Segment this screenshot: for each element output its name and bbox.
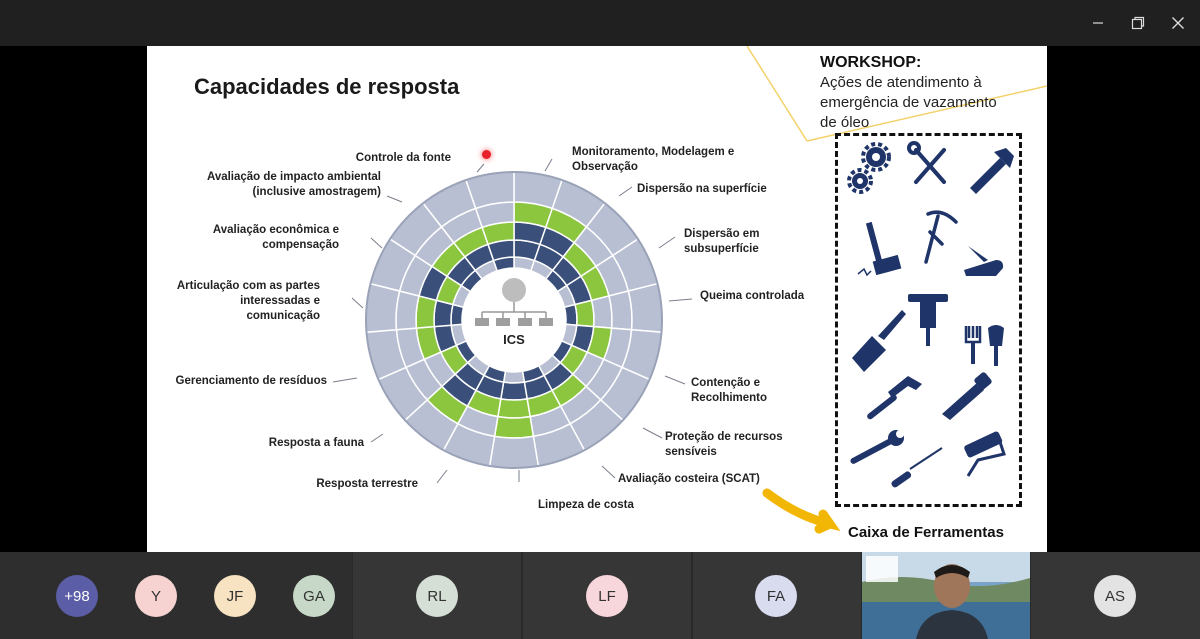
- decorative-lines: [746, 46, 1047, 534]
- fork-shovel-icon: [964, 325, 1004, 366]
- leader-line: [476, 163, 485, 173]
- leader-line: [642, 427, 663, 439]
- toolbox-frame: [835, 133, 1022, 507]
- saw-icon: [942, 372, 992, 420]
- leader-line: [601, 465, 616, 479]
- window-title-bar: [0, 0, 1200, 46]
- participant-avatar[interactable]: Y: [135, 575, 177, 617]
- minimize-icon[interactable]: [1084, 9, 1112, 37]
- leader-line: [332, 377, 358, 383]
- participant-video-tile[interactable]: [862, 552, 1030, 639]
- participant-avatar[interactable]: JF: [214, 575, 256, 617]
- hammer-icon: [867, 376, 922, 420]
- label-resposta-fauna: Resposta a fauna: [268, 437, 364, 449]
- paint-roller-icon: [964, 431, 1006, 477]
- label-resposta-terrestre: Resposta terrestre: [316, 478, 418, 490]
- leader-line: [386, 195, 403, 203]
- wrench-icon: [850, 430, 904, 464]
- label-dispersao-superficie: Dispersão na superfície: [637, 183, 767, 195]
- pocket-knife-icon: [964, 246, 1004, 276]
- leader-line: [351, 297, 364, 309]
- participant-avatar[interactable]: RL: [416, 575, 458, 617]
- gears-icon: [847, 142, 891, 194]
- slide-title: Capacidades de resposta: [194, 74, 460, 99]
- leader-line: [618, 186, 633, 197]
- sledgehammer-icon: [857, 221, 902, 277]
- ics-hub: [462, 268, 566, 372]
- participant-avatar[interactable]: AS: [1094, 575, 1136, 617]
- leader-line: [436, 469, 448, 484]
- participant-strip: +98 Y JF GA RL LF FA AS: [0, 552, 1200, 639]
- toolbox-icons: [847, 141, 1014, 488]
- response-capabilities-wheel: ICS: [332, 158, 693, 484]
- wheel-rim: [365, 171, 663, 469]
- flashlight-icon: [970, 148, 1014, 194]
- label-avaliacao-costeira: Avaliação costeira (SCAT): [618, 473, 760, 485]
- leader-line: [664, 375, 686, 385]
- leader-line: [544, 158, 553, 172]
- wrench-screwdriver-icon: [907, 141, 946, 184]
- label-controle-fonte: Controle da fonte: [355, 152, 451, 164]
- more-participants-avatar[interactable]: +98: [56, 575, 98, 617]
- leader-line: [658, 236, 676, 249]
- restore-icon[interactable]: [1124, 9, 1152, 37]
- leader-line: [370, 237, 383, 249]
- label-queima-controlada: Queima controlada: [700, 290, 805, 302]
- leader-line: [370, 433, 384, 443]
- org-chart-icon: [475, 278, 553, 326]
- jackhammer-icon: [908, 294, 948, 346]
- participant-avatar[interactable]: LF: [586, 575, 628, 617]
- laser-pointer: [482, 150, 491, 159]
- participant-video: [862, 552, 1030, 639]
- label-impacto-ambiental: Avaliação de impacto ambiental(inclusive…: [206, 171, 381, 198]
- shared-screen: Capacidades de resposta ICS Monitorament…: [0, 46, 1200, 552]
- label-limpeza-costa: Limpeza de costa: [538, 499, 634, 511]
- label-gerenciamento-residuos: Gerenciamento de resíduos: [175, 375, 327, 387]
- participant-avatar[interactable]: GA: [293, 575, 335, 617]
- screwdriver-icon: [891, 447, 943, 488]
- ics-label: ICS: [503, 332, 525, 347]
- leader-line: [668, 298, 693, 302]
- pickaxe-icon: [924, 210, 958, 264]
- participant-avatar[interactable]: FA: [755, 575, 797, 617]
- workshop-subtitle: Ações de atendimento à emergência de vaz…: [820, 74, 997, 131]
- presentation-slide: Capacidades de resposta ICS Monitorament…: [147, 46, 1047, 552]
- workshop-heading: WORKSHOP:: [820, 54, 922, 71]
- paint-brush-icon: [852, 310, 906, 372]
- close-icon[interactable]: [1164, 9, 1192, 37]
- toolbox-caption: Caixa de Ferramentas: [848, 524, 1004, 541]
